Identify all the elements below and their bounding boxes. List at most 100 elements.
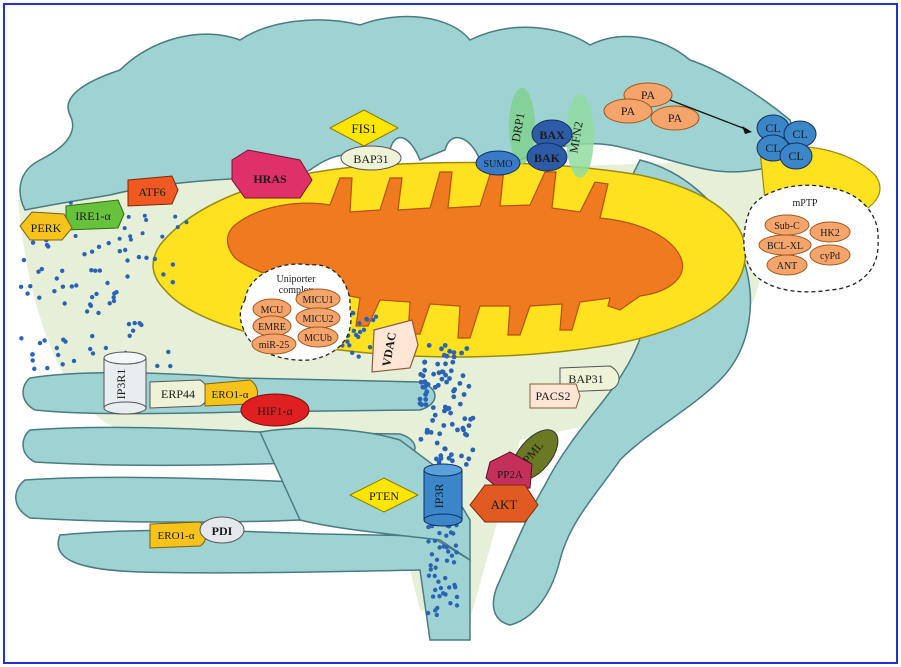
calcium-ion-dot — [96, 311, 100, 315]
ero1a-bottom-protein: ERO1-α — [150, 522, 206, 548]
calcium-ion-dot — [161, 272, 165, 276]
bak-protein: BAK — [527, 143, 567, 171]
mptp-complex: mPTP Sub-C HK2 BCL-XL cyPd ANT — [744, 185, 878, 292]
calcium-ion-dot — [173, 215, 177, 219]
calcium-ion-dot — [52, 289, 56, 293]
calcium-ion-dot — [433, 413, 438, 418]
calcium-ion-dot — [419, 437, 424, 442]
calcium-ion-dot — [445, 545, 449, 549]
calcium-ion-dot — [105, 281, 109, 285]
calcium-ion-dot — [435, 613, 439, 617]
fis1-label: FIS1 — [351, 121, 376, 136]
bap31-top-protein: BAP31 — [341, 146, 401, 170]
calcium-ion-dot — [433, 539, 437, 543]
calcium-ion-dot — [422, 368, 427, 373]
calcium-ion-dot — [19, 336, 23, 340]
calcium-ion-dot — [123, 226, 127, 230]
hk2-label: HK2 — [820, 228, 839, 239]
calcium-ion-dot — [433, 588, 437, 592]
calcium-ion-dot — [61, 338, 65, 342]
calcium-ion-dot — [118, 249, 122, 253]
calcium-ion-dot — [450, 554, 454, 558]
calcium-ion-dot — [424, 402, 429, 407]
calcium-ion-dot — [450, 360, 455, 365]
pa-3-label: PA — [668, 111, 683, 125]
calcium-ion-dot — [461, 373, 466, 378]
calcium-ion-dot — [446, 549, 450, 553]
calcium-ion-dot — [365, 317, 369, 321]
bak-label: BAK — [534, 151, 561, 165]
calcium-ion-dot — [82, 252, 86, 256]
calcium-ion-dot — [56, 353, 60, 357]
calcium-ion-dot — [449, 368, 454, 373]
calcium-ion-dot — [137, 255, 141, 259]
sumo-label: SUMO — [484, 159, 513, 170]
perk-protein: PERK — [20, 212, 72, 240]
calcium-ion-dot — [426, 525, 430, 529]
calcium-ion-dot — [28, 284, 32, 288]
pa-2-label: PA — [621, 104, 636, 118]
calcium-ion-dot — [125, 258, 129, 262]
pdi-label: PDI — [212, 524, 233, 538]
hif1a-label: HIF1-α — [257, 404, 293, 418]
subc-label: Sub-C — [774, 221, 800, 232]
mir25-label: miR-25 — [259, 340, 290, 351]
calcium-ion-dot — [55, 276, 59, 280]
calcium-ion-dot — [137, 321, 141, 325]
calcium-ion-dot — [45, 366, 49, 370]
calcium-ion-dot — [118, 237, 122, 241]
calcium-ion-dot — [31, 241, 35, 245]
calcium-ion-dot — [128, 334, 132, 338]
calcium-ion-dot — [74, 234, 78, 238]
calcium-ion-dot — [464, 346, 469, 351]
calcium-ion-dot — [452, 350, 457, 355]
calcium-ion-dot — [93, 269, 97, 273]
calcium-ion-dot — [40, 267, 44, 271]
calcium-ion-dot — [423, 392, 428, 397]
calcium-ion-dot — [431, 372, 436, 377]
micu1-label: MICU1 — [302, 295, 333, 306]
calcium-ion-dot — [108, 301, 112, 305]
calcium-ion-dot — [435, 558, 439, 562]
calcium-ion-dot — [90, 250, 94, 254]
calcium-ion-dot — [357, 321, 361, 325]
calcium-ion-dot — [168, 364, 172, 368]
calcium-ion-dot — [112, 299, 116, 303]
calcium-ion-dot — [19, 285, 23, 289]
pacs2-label: PACS2 — [536, 389, 571, 403]
calcium-ion-dot — [435, 606, 439, 610]
calcium-ion-dot — [60, 269, 64, 273]
calcium-ion-dot — [123, 248, 127, 252]
calcium-ion-dot — [91, 351, 95, 355]
calcium-ion-dot — [462, 416, 467, 421]
calcium-ion-dot — [459, 454, 464, 459]
calcium-ion-dot — [458, 381, 463, 386]
calcium-ion-dot — [437, 431, 442, 436]
ip3r1-channel: IP3R1 — [104, 352, 146, 414]
calcium-ion-dot — [127, 322, 131, 326]
calcium-ion-dot — [471, 416, 476, 421]
ero1a-bottom-label: ERO1-α — [158, 530, 195, 542]
akt-label: AKT — [491, 497, 518, 512]
calcium-ion-dot — [452, 355, 457, 360]
calcium-ion-dot — [62, 301, 66, 305]
calcium-ion-dot — [437, 594, 441, 598]
calcium-ion-dot — [430, 552, 434, 556]
pacs2-protein: PACS2 — [530, 384, 580, 408]
erp44-protein: ERP44 — [150, 380, 208, 408]
calcium-ion-dot — [435, 362, 440, 367]
mptp-title: mPTP — [792, 198, 817, 209]
calcium-ion-dot — [441, 370, 446, 375]
calcium-ion-dot — [419, 402, 424, 407]
calcium-ion-dot — [459, 351, 464, 356]
calcium-ion-dot — [374, 315, 378, 319]
ero1a-mid-label: ERO1-α — [212, 389, 249, 401]
hras-label: HRAS — [253, 172, 287, 186]
cypd-label: cyPd — [820, 251, 840, 262]
calcium-ion-dot — [467, 423, 472, 428]
calcium-ion-dot — [351, 311, 355, 315]
calcium-ion-dot — [444, 534, 448, 538]
ire1-protein: IRE1-α — [66, 200, 124, 230]
mcub-label: MCUb — [304, 333, 332, 344]
